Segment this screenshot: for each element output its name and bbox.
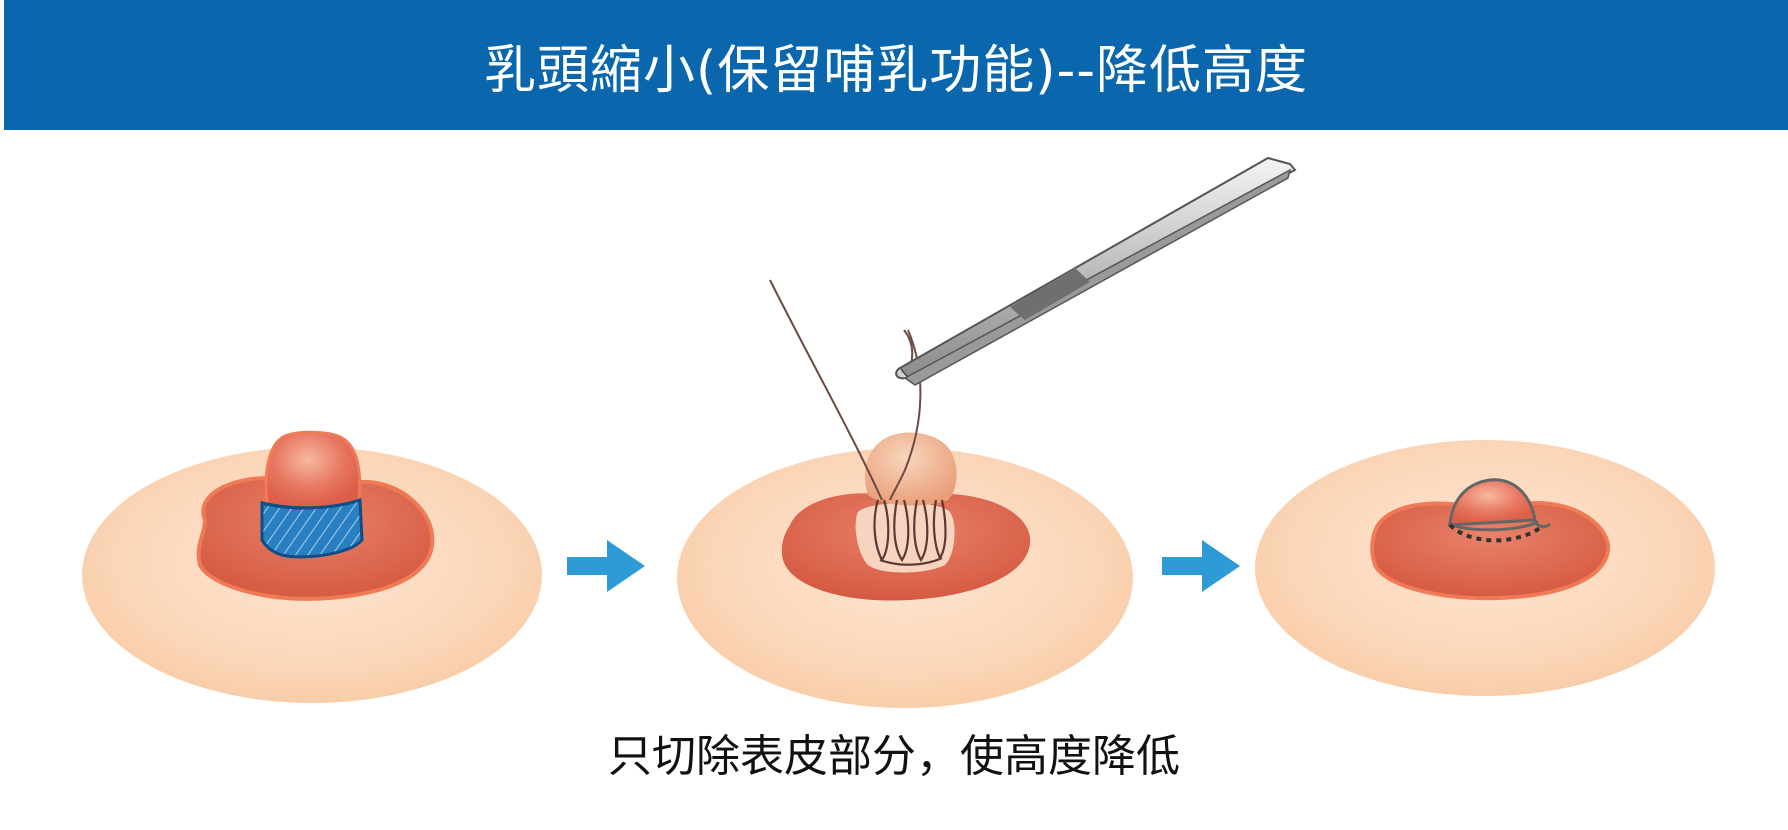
procedure-illustration: [82, 156, 1715, 708]
nipple: [1448, 478, 1537, 527]
title-banner: 乳頭縮小(保留哺乳功能)--降低高度: [4, 0, 1788, 130]
step-before: [82, 430, 542, 703]
arrow-right-icon: [1162, 540, 1240, 592]
step-during: [677, 156, 1297, 708]
caption: 只切除表皮部分，使高度降低: [608, 731, 1180, 782]
arrow-right-icon: [567, 540, 645, 592]
sutures: [873, 499, 947, 566]
step-after: [1255, 440, 1715, 696]
nipple: [864, 432, 957, 506]
forceps-icon: [895, 156, 1297, 386]
nipple: [264, 430, 362, 512]
wound-bed: [855, 503, 955, 573]
page-title: 乳頭縮小(保留哺乳功能)--降低高度: [483, 40, 1309, 101]
excision-band-rim: [261, 498, 361, 510]
nipple-base: [1447, 520, 1551, 532]
